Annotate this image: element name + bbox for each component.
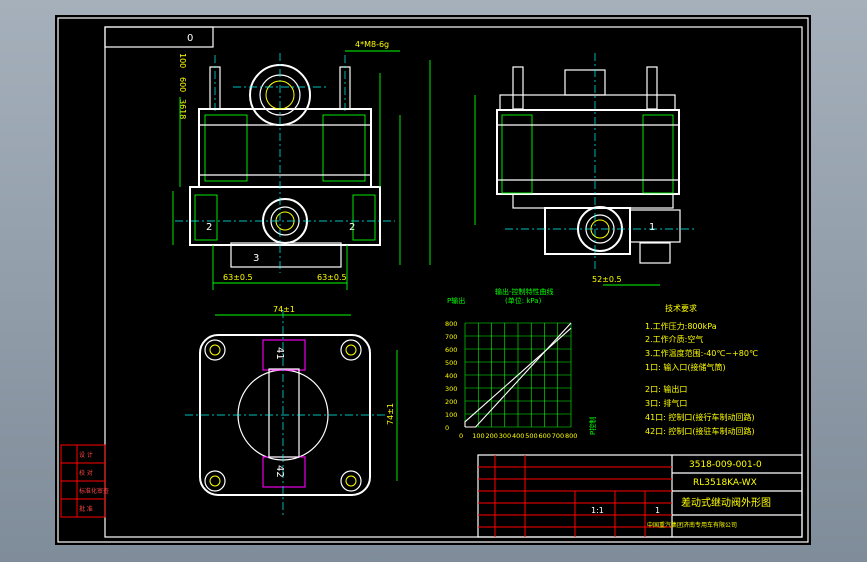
requirement-item: 42口: 控制口(接驻车制动回路) (645, 426, 755, 436)
y-tick-label: 500 (445, 359, 457, 367)
port-42-label: 42 (274, 465, 285, 478)
technical-requirements: 技术要求 1.工作压力:800kPa 2.工作介质:空气 3.工作温度范围:-4… (645, 303, 758, 436)
title-block: 3518-009-001-0 RL3518KA-WX 差动式继动阀外形图 1:1… (477, 454, 803, 538)
y-tick-label: 0 (445, 424, 449, 432)
left-tick-group: 100 (178, 53, 187, 68)
port-2-right-label: 2 (349, 222, 355, 233)
x-tick-label: 200 (486, 432, 498, 440)
chart-xlabel: P控制 (588, 417, 597, 435)
stamp-row-3: 标准化审查 (79, 487, 109, 495)
side-view: 52±0.5 1 (474, 53, 695, 286)
series-line-2 (464, 327, 572, 427)
requirement-item: 3口: 排气口 (645, 398, 687, 408)
x-tick-label: 300 (499, 432, 511, 440)
chart-series (464, 322, 572, 428)
requirement-item: 1.工作压力:800kPa (645, 321, 717, 331)
drawing-name: 差动式继动阀外形图 (681, 496, 771, 509)
scale-value: 1:1 (591, 506, 604, 515)
outer-frame (57, 17, 809, 543)
sheet-value: 1 (655, 506, 660, 515)
requirement-item: 1口: 输入口(接储气筒) (645, 362, 726, 372)
requirement-item: 2口: 输出口 (645, 384, 687, 394)
spacing-side-dim: 52±0.5 (592, 275, 622, 284)
stamp-row-4: 批 准 (79, 505, 93, 513)
y-tick-label: 100 (445, 411, 457, 419)
y-tick-label: 700 (445, 333, 457, 341)
chart-title: 输出-控制特性曲线 (495, 287, 554, 296)
company-name: 中国重汽集团济南专用车有限公司 (647, 521, 737, 529)
y-tick-label: 600 (445, 346, 457, 354)
series-line-1 (465, 322, 572, 428)
x-tick-label: 800 (565, 432, 577, 440)
port-2-left-label: 2 (206, 222, 212, 233)
thread-dim: 4*M8-6g (355, 40, 389, 49)
x-tick-label: 700 (552, 432, 564, 440)
y-tick-label: 200 (445, 398, 457, 406)
model-number: RL3518KA-WX (693, 478, 757, 488)
y-tick-label: 400 (445, 372, 457, 380)
y-tick-label: 300 (445, 385, 457, 393)
x-tick-label: 100 (472, 432, 484, 440)
drawing-number: 3518-009-001-0 (689, 460, 762, 470)
drawing-sheet: 0 100 600 3618 (55, 15, 811, 545)
left-tick-2: 600 (178, 77, 187, 92)
bottom-view: 74±1 74±1 41 42 (185, 305, 398, 515)
x-tick-label: 400 (512, 432, 524, 440)
side-stamp: 设 计 校 对 标准化审查 批 准 (60, 444, 109, 518)
inner-frame (104, 26, 803, 538)
x-tick-label: 0 (459, 432, 463, 440)
chart-ylabel: P输出 (447, 296, 465, 305)
x-tick-label: 500 (525, 432, 537, 440)
corner-box-text: 0 (187, 33, 193, 44)
y-tick-label: 800 (445, 320, 457, 328)
front-view: 4*M8-6g 63±0.5 63±0.5 2 2 3 (172, 40, 431, 290)
bottom-height-dim: 74±1 (386, 403, 395, 425)
left-tick-1: 100 (178, 53, 187, 68)
chart-y-ticks: 800 700 600 500 400 300 200 100 0 (445, 320, 457, 432)
requirement-item: 41口: 控制口(接行车制动回路) (645, 412, 755, 422)
corner-box (104, 26, 214, 48)
x-tick-label: 600 (539, 432, 551, 440)
chart-subtitle: (单位: kPa) (505, 296, 542, 305)
drawing-canvas: 0 100 600 3618 (57, 17, 809, 543)
requirement-item: 2.工作介质:空气 (645, 334, 703, 344)
port-3-label: 3 (253, 253, 259, 264)
left-tick-3: 3618 (178, 99, 187, 119)
port-1-label: 1 (649, 222, 655, 233)
port-41-label: 41 (274, 347, 285, 360)
requirements-title: 技术要求 (665, 303, 697, 313)
bottom-width-dim: 74±1 (273, 305, 295, 314)
spacing-left-dim: 63±0.5 (223, 273, 253, 282)
requirement-item: 3.工作温度范围:-40℃~+80℃ (645, 348, 758, 358)
stamp-row-2: 校 对 (79, 469, 93, 477)
spacing-right-dim: 63±0.5 (317, 273, 347, 282)
stamp-row-1: 设 计 (79, 451, 93, 459)
